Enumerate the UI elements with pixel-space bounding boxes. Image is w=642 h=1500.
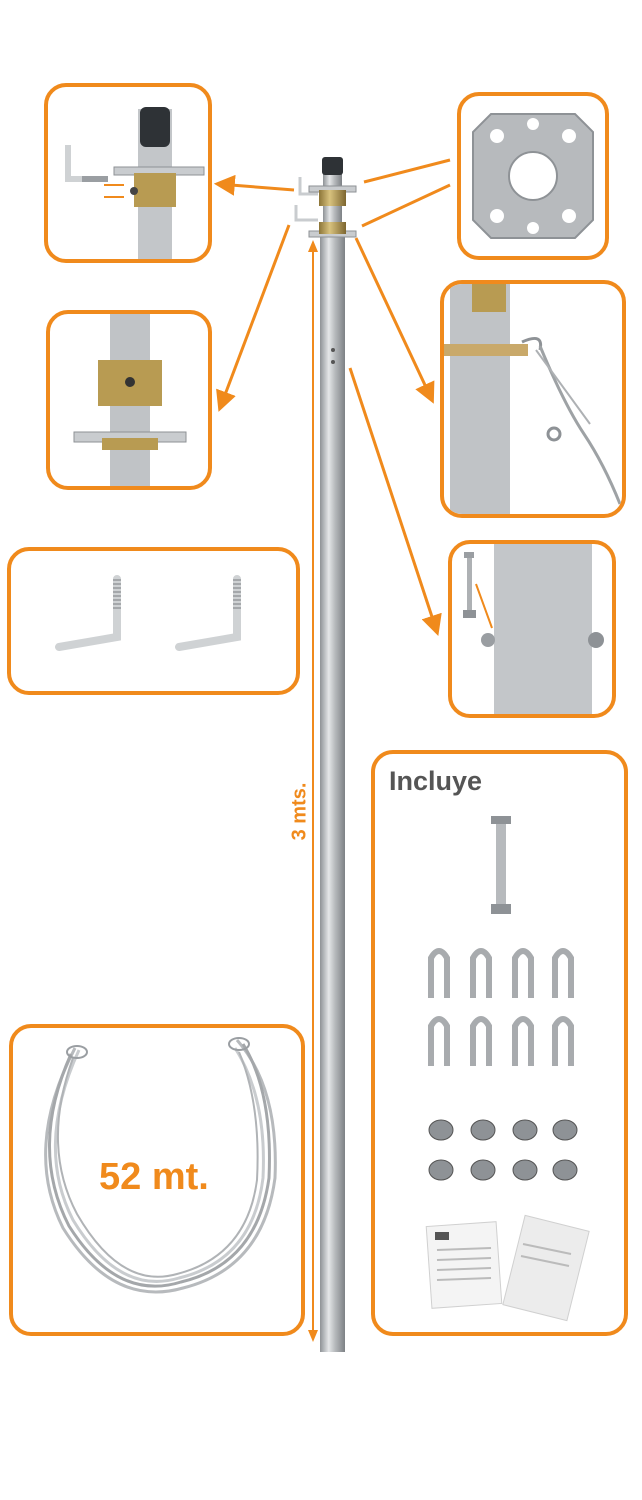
pole xyxy=(320,230,345,1352)
flange-plate-icon xyxy=(472,113,594,239)
lower-collar-detail xyxy=(73,314,187,486)
l-bolt-icon xyxy=(175,575,241,651)
panel-guy-wire xyxy=(440,280,626,518)
panel-l-bolts xyxy=(7,547,300,695)
instruction-sheet-icon xyxy=(425,1214,590,1322)
arrow-icon xyxy=(363,158,451,184)
panel-cable-coil: 52 mt. xyxy=(9,1024,305,1336)
panel-flange-plate xyxy=(457,92,609,260)
includes-title: Incluye xyxy=(389,766,483,796)
included-items xyxy=(425,816,590,1322)
wire-rope-clip-icon xyxy=(428,1119,578,1181)
cable-length-label: 52 mt. xyxy=(99,1156,209,1198)
panel-hex-bolt xyxy=(448,540,616,718)
arrow-icon xyxy=(348,367,442,636)
u-clamp-icon xyxy=(428,948,574,1066)
panel-upper-collar xyxy=(44,83,212,263)
l-bolts-detail xyxy=(55,575,241,651)
collar-upper xyxy=(319,190,346,206)
pole-hole xyxy=(331,348,335,352)
l-bolt-icon xyxy=(294,205,318,222)
guy-wire-detail xyxy=(444,284,622,514)
hex-bolt-icon xyxy=(491,816,511,914)
pole-hole xyxy=(331,360,335,364)
panel-lower-collar xyxy=(46,310,212,490)
pole-cap-icon xyxy=(322,157,343,175)
l-bolt-icon xyxy=(298,177,318,196)
arrow-icon xyxy=(361,183,451,228)
height-label: 3 mts. xyxy=(288,782,311,841)
dimension-arrow-icon xyxy=(308,240,318,252)
wire-coil-icon xyxy=(44,1037,277,1294)
arrow-icon xyxy=(354,237,435,404)
panel-includes: Incluye xyxy=(371,750,628,1336)
upper-collar-detail xyxy=(65,107,205,259)
collar-lower xyxy=(319,222,346,234)
arrow-icon xyxy=(213,174,295,196)
hex-bolt-detail xyxy=(463,544,604,714)
dimension-arrow-icon xyxy=(308,1330,318,1342)
l-bolt-icon xyxy=(55,575,121,651)
arrow-icon xyxy=(216,224,291,412)
